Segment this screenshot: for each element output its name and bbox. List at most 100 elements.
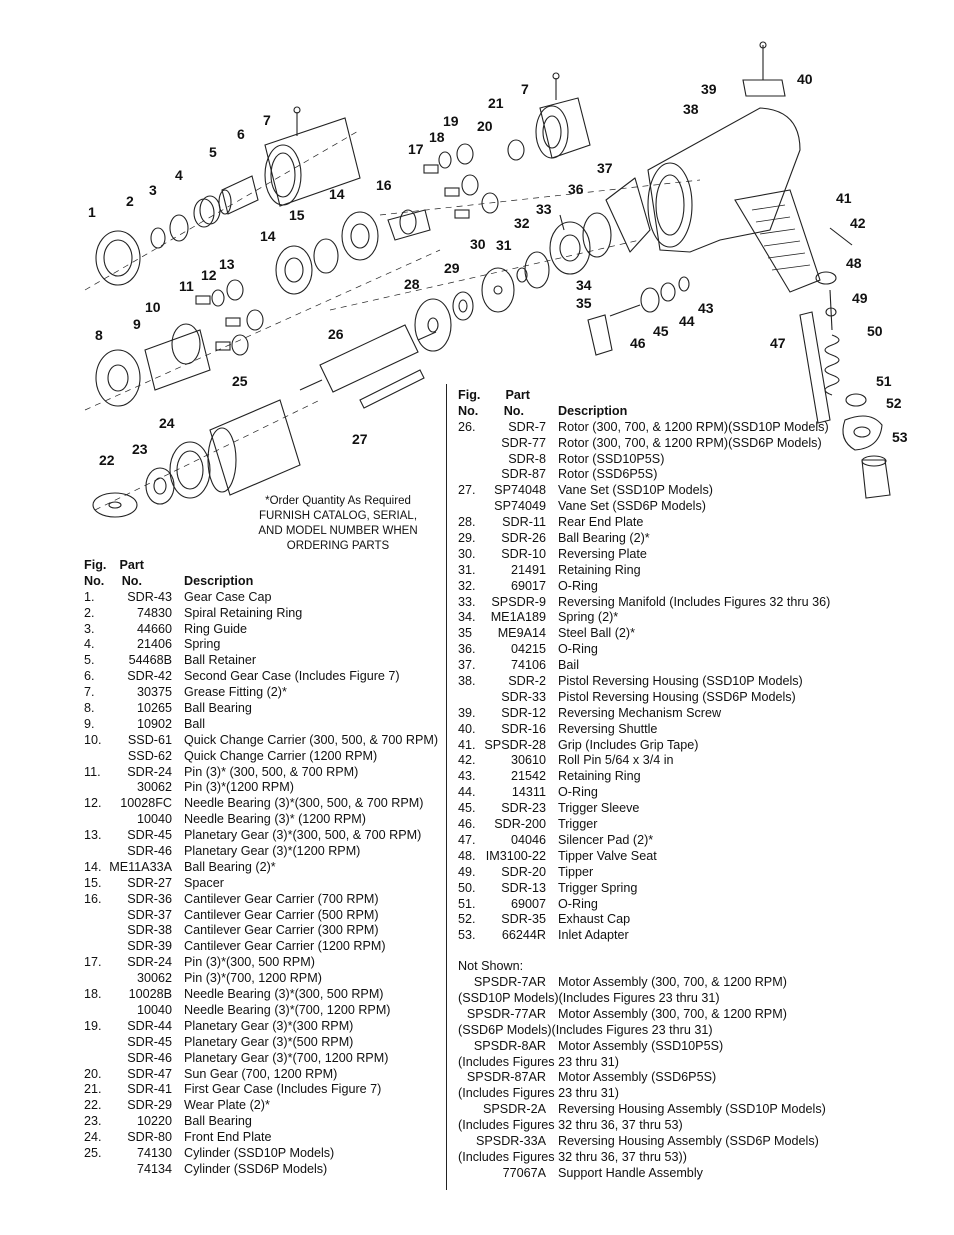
part-description: Pin (3)*(300, 500 RPM) [184, 955, 315, 970]
part-description: Ball [184, 716, 205, 731]
part-description: Second Gear Case (Includes Figure 7) [184, 669, 400, 684]
part-number: ME9A14 [497, 626, 546, 641]
fig-number: 33. [458, 594, 476, 609]
callout-48: 48 [846, 255, 862, 271]
part-number: 30062 [136, 971, 172, 986]
part-number: ME11A33A [109, 859, 172, 874]
part-description: Support Handle Assembly [558, 1165, 703, 1180]
part-number: SDR-16 [501, 721, 546, 736]
callout-14b: 14 [329, 186, 345, 202]
fig-number: 39. [458, 705, 476, 720]
part-number: 77067A [502, 1165, 546, 1180]
part-description: Cylinder (SSD6P Models) [184, 1161, 328, 1176]
part-row: 9. 10902 Ball [84, 717, 444, 733]
part-description: Needle Bearing (3)*(300, 500, & 700 RPM) [184, 796, 424, 811]
part-number: 30375 [136, 685, 172, 700]
fig-number: 28. [458, 515, 476, 530]
part-description: Retaining Ring [558, 562, 641, 577]
part-number: SPSDR-7AR [473, 975, 546, 990]
part-description: Planetary Gear (3)*(300, 500, & 700 RPM) [184, 828, 422, 843]
part-number: 74130 [136, 1145, 172, 1160]
part-description: Vane Set (SSD10P Models) [558, 483, 713, 498]
note-line: AND MODEL NUMBER WHEN [258, 525, 418, 537]
part-number: SP74049 [494, 499, 546, 514]
part-description: Needle Bearing (3)* (1200 RPM) [184, 812, 366, 827]
part-number: SPSDR-87AR [466, 1070, 546, 1085]
part-number: SDR-77 [501, 435, 546, 450]
fig-number: 13. [84, 828, 102, 843]
part-number: 44660 [136, 621, 172, 636]
part-description: Spring [184, 637, 221, 652]
fig-number: 41. [458, 737, 476, 752]
fig-number: 8. [84, 701, 95, 716]
part-number: SDR-37 [127, 907, 172, 922]
not-shown-continuation: (Includes Figures 32 thru 36, 37 thru 53… [458, 1118, 683, 1133]
fig-number: 9. [84, 716, 95, 731]
part-number: SPSDR-8AR [473, 1038, 546, 1053]
part-header: Part [119, 558, 145, 572]
fig-number: 49. [458, 864, 476, 879]
part-number: 10902 [136, 716, 172, 731]
fig-number: 12. [84, 796, 102, 811]
not-shown-continuation: (SSD10P Models)(Includes Figures 23 thru… [458, 990, 720, 1005]
part-number: SSD-62 [127, 748, 172, 763]
callout-40: 40 [797, 71, 813, 87]
part-number: SSD-61 [127, 732, 172, 747]
part-number: 74106 [510, 658, 546, 673]
fig-number: 52. [458, 912, 476, 927]
callout-52: 52 [886, 395, 902, 411]
part-number: 10040 [136, 1002, 172, 1017]
part-description: Pistol Reversing Housing (SSD10P Models) [558, 674, 803, 689]
note-line: FURNISH CATALOG, SERIAL, [258, 510, 418, 522]
not-shown-continuation: (SSD6P Models)(Includes Figures 23 thru … [458, 1022, 713, 1037]
part-number: 10040 [136, 812, 172, 827]
part-description: Vane Set (SSD6P Models) [558, 499, 706, 514]
part-description: Grip (Includes Grip Tape) [558, 737, 699, 752]
part-number: SDR-36 [127, 891, 172, 906]
callout-47: 47 [770, 335, 786, 351]
part-description: Front End Plate [184, 1130, 272, 1145]
fig-number: 47. [458, 832, 476, 847]
part-description: Ball Bearing [184, 1114, 252, 1129]
fig-number: 11. [84, 764, 101, 779]
fig-number: 40. [458, 721, 476, 736]
ordering-note: *Order Quantity As Required FURNISH CATA… [238, 494, 438, 554]
part-number: 10220 [136, 1114, 172, 1129]
part-number: SPSDR-33A [476, 1133, 546, 1148]
callout-13: 13 [219, 256, 235, 272]
part-number: SDR-13 [501, 880, 546, 895]
part-number: SPSDR-2A [483, 1102, 546, 1117]
part-number: 30062 [136, 780, 172, 795]
not-shown-continuation: (Includes Figures 23 thru 31) [458, 1086, 620, 1101]
fig-number: 20. [84, 1066, 102, 1081]
part-number: 10028FC [120, 796, 172, 811]
part-description: Pistol Reversing Housing (SSD6P Models) [558, 689, 796, 704]
part-description: Bail [558, 658, 579, 673]
list-header: No. No. Description [458, 404, 848, 420]
callout-25: 25 [232, 373, 248, 389]
callout-8: 8 [95, 327, 103, 343]
callout-17: 17 [408, 141, 424, 157]
fig-number: 48. [458, 848, 476, 863]
list-header: Fig. Part [458, 388, 848, 404]
callout-51: 51 [876, 373, 892, 389]
